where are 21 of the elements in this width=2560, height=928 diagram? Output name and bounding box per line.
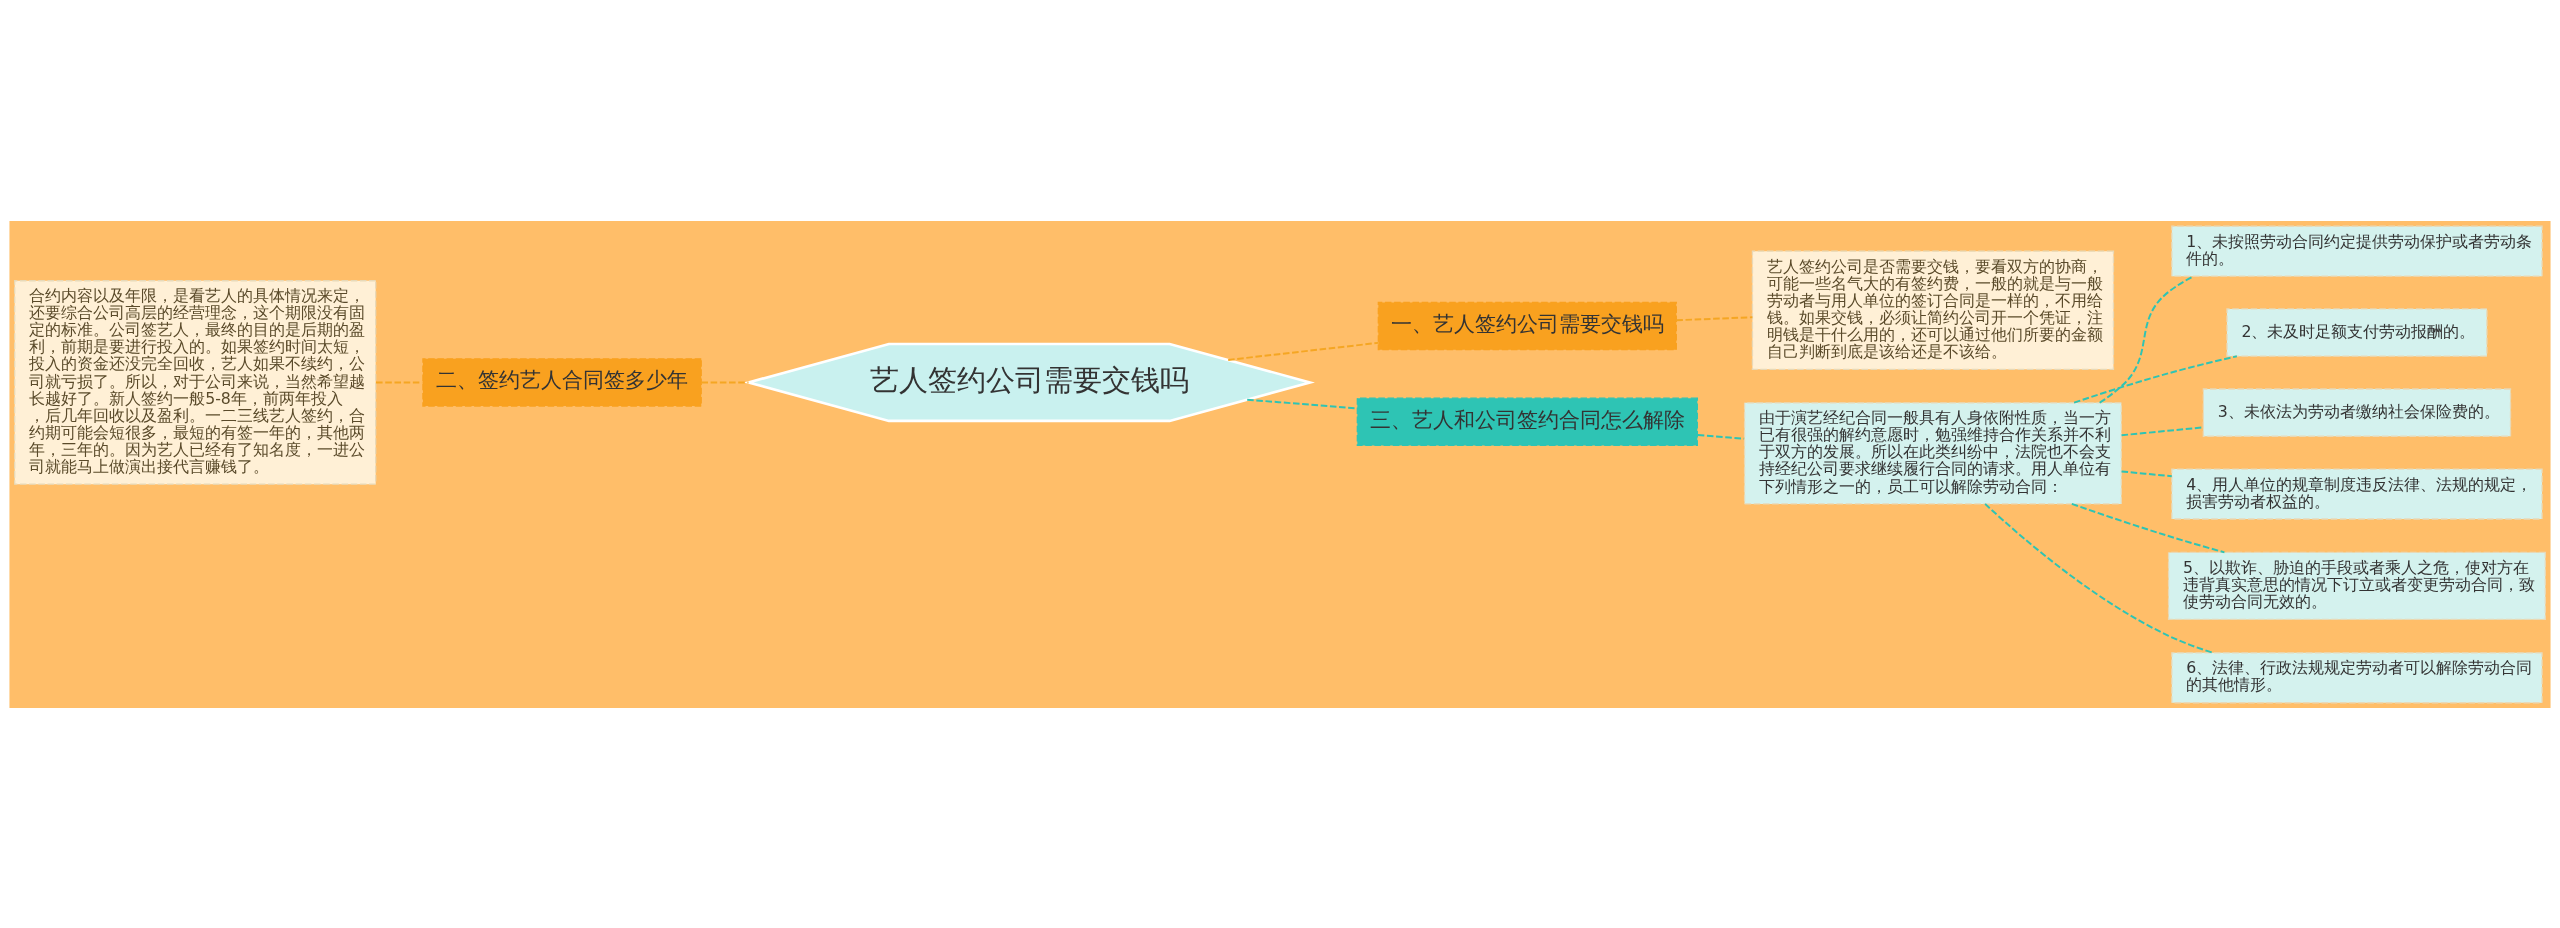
- node-box: 3、未依法为劳动者缴纳社会保险费的。: [2202, 387, 2512, 437]
- connector: [2098, 274, 2195, 404]
- connector: [2073, 354, 2238, 404]
- connector: [700, 380, 750, 383]
- node-box: 4、用人单位的规章制度违反法律、法规的规定，损害劳动者权益的。: [2171, 467, 2543, 520]
- node-box: 艺人签约公司是否需要交钱，要看双方的协商，可能一些名气大的有签约费，一般的就是与一般劳动者与用人单位的签订合同是一样的，不用给钱。如果交钱，必须让简约公司开一个凭证，注明钱是干什么用的，还可以通过他们所要的金额自己判断到底是该给还是不该给。: [1751, 250, 2115, 370]
- node-box: 合约内容以及年限，是看艺人的具体情况来定，还要综合公司高层的经营理念，这个期限没有固定的标准。公司签艺人，最终的目的是后期的盈利，前期是要进行投入的。如果签约时间太短，投入的资金还没完全回收，艺人如果不续约，公司就亏损了。所以，对于公司来说，当然希望越长越好了。新人签约一般5-8年，前两年投入，后几年回收以及盈利。一二三线艺人签约，合约期可能会短很多，最短的有签一年的，其他两年，三年的。因为艺人已经有了知名度，一进公司就能马上做演出接代言赚钱了。: [14, 279, 377, 485]
- connector: [1227, 341, 1380, 361]
- connector: [2120, 469, 2173, 477]
- connector: [1675, 315, 1754, 321]
- node-box: 5、以欺诈、胁迫的手段或者乘人之危，使对方在违背真实意思的情况下订立或者变更劳动合同，致使劳动合同无效的。: [2167, 551, 2546, 620]
- connector: [2120, 425, 2204, 436]
- node-box: 三、艺人和公司签约合同怎么解除: [1356, 397, 1698, 446]
- node-box: 一、艺人签约公司需要交钱吗: [1377, 301, 1677, 350]
- node-box: 二、签约艺人合同签多少年: [422, 357, 702, 407]
- node-box: 6、法律、行政法规规定劳动者可以解除劳动合同的其他情形。: [2171, 651, 2543, 703]
- node-box: 2、未及时足额支付劳动报酬的。: [2226, 307, 2488, 357]
- connector: [2070, 502, 2226, 553]
- node-box: 1、未按照劳动合同约定提供劳动保护或者劳动条件的。: [2171, 225, 2543, 277]
- node-box: 由于演艺经纪合同一般具有人身依附性质，当一方已有很强的解约意愿时，勉强维持合作关系并不利于双方的发展。所以在此类纠纷中，法院也不会支持经纪公司要求继续履行合同的请求。用人单位有下列情形之一的，员工可以解除劳动合同：: [1743, 401, 2122, 505]
- connector: [1984, 502, 2214, 654]
